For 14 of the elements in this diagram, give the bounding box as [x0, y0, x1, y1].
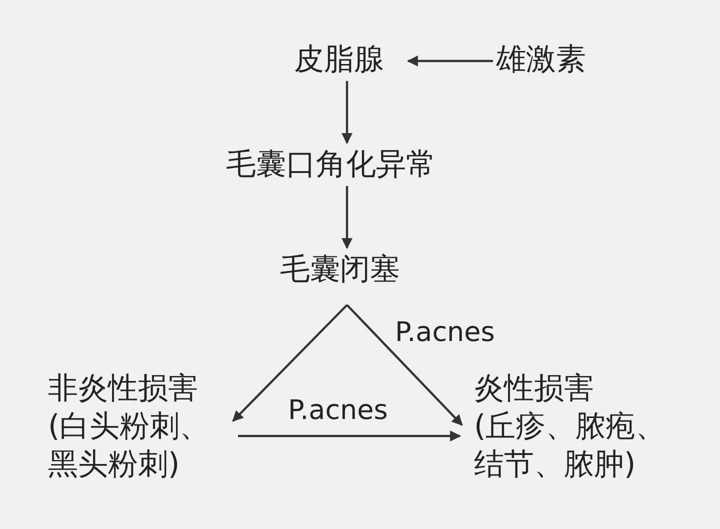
stage-label: 毛囊闭塞 — [280, 251, 415, 289]
lesion-examples: (丘疹、脓疱、结节、脓肿) — [474, 408, 667, 484]
stage-label: 皮脂腺 — [294, 41, 402, 79]
arrow — [238, 430, 462, 442]
lesion-heading: 炎性损害 — [474, 370, 595, 408]
arrow — [406, 56, 493, 66]
lesion-heading: 非炎性损害 — [48, 370, 199, 408]
arrow — [346, 304, 463, 426]
arrow — [342, 186, 352, 250]
stage-label: 雄激素 — [496, 41, 604, 79]
lesion-examples: (白头粉刺、黑头粉刺) — [48, 408, 211, 484]
arrow — [342, 81, 352, 144]
arrow — [232, 304, 348, 422]
stage-label: 毛囊口角化异常 — [226, 146, 471, 184]
